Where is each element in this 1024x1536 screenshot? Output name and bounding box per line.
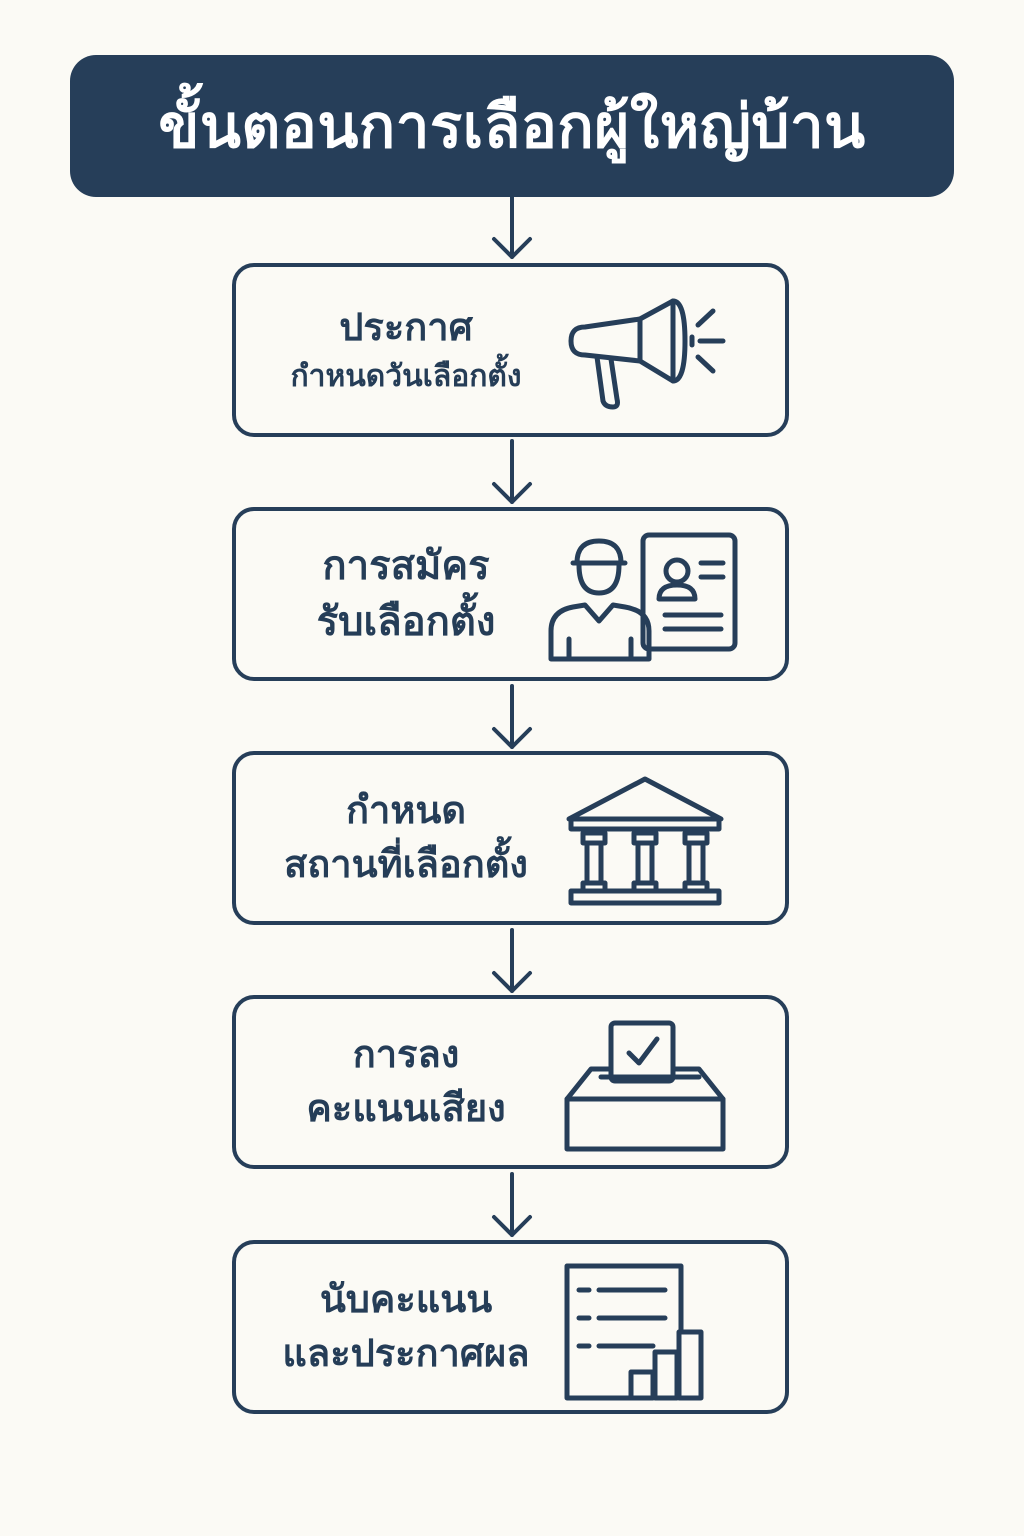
results-report-chart-icon bbox=[545, 1260, 745, 1401]
arrow-down-icon bbox=[492, 928, 532, 993]
step-cast-votes: การลง คะแนนเสียง bbox=[232, 995, 789, 1169]
step-subtitle: รับเลือกตั้ง bbox=[316, 599, 496, 645]
step-label: กำหนด สถานที่เลือกตั้ง bbox=[246, 755, 566, 921]
step-label: ประกาศ กำหนดวันเลือกตั้ง bbox=[246, 267, 566, 433]
step-subtitle: คะแนนเสียง bbox=[306, 1086, 506, 1130]
step-label: การสมัคร รับเลือกตั้ง bbox=[246, 511, 566, 677]
arrow-down-icon bbox=[492, 1172, 532, 1237]
step-label: การลง คะแนนเสียง bbox=[246, 999, 566, 1165]
step-set-polling-place: กำหนด สถานที่เลือกตั้ง bbox=[232, 751, 789, 925]
ballot-box-icon bbox=[545, 1015, 745, 1152]
step-title: การลง bbox=[352, 1032, 460, 1077]
step-count-and-announce-results: นับคะแนน และประกาศผล bbox=[232, 1240, 789, 1414]
megaphone-icon bbox=[545, 283, 745, 417]
step-label: นับคะแนน และประกาศผล bbox=[246, 1244, 566, 1410]
arrow-down-icon bbox=[492, 195, 532, 259]
step-title: นับคะแนน bbox=[319, 1277, 493, 1322]
diagram-title: ขั้นตอนการเลือกผู้ใหญ่บ้าน bbox=[158, 91, 866, 162]
step-announce-election-date: ประกาศ กำหนดวันเลือกตั้ง bbox=[232, 263, 789, 437]
step-subtitle: และประกาศผล bbox=[282, 1331, 530, 1375]
step-title: ประกาศ bbox=[339, 304, 473, 349]
candidate-id-card-icon bbox=[545, 527, 745, 662]
government-building-icon bbox=[545, 771, 745, 906]
step-title: การสมัคร bbox=[322, 543, 490, 589]
step-subtitle: กำหนดวันเลือกตั้ง bbox=[290, 358, 522, 394]
step-candidate-registration: การสมัคร รับเลือกตั้ง bbox=[232, 507, 789, 681]
step-title: กำหนด bbox=[345, 788, 467, 833]
step-subtitle: สถานที่เลือกตั้ง bbox=[284, 842, 528, 886]
arrow-down-icon bbox=[492, 439, 532, 504]
title-banner: ขั้นตอนการเลือกผู้ใหญ่บ้าน bbox=[70, 55, 954, 197]
arrow-down-icon bbox=[492, 684, 532, 749]
